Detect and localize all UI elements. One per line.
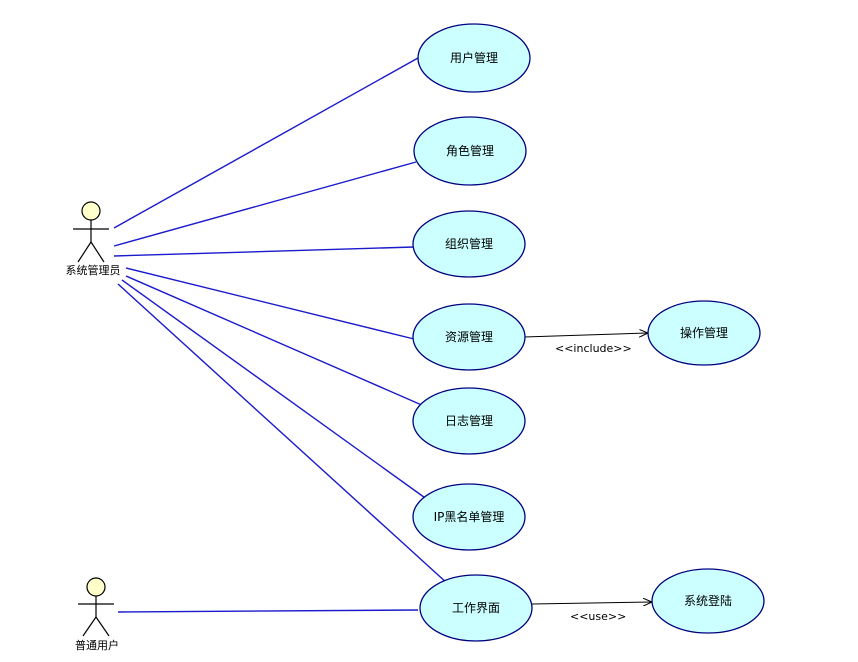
actor-head-icon bbox=[86, 577, 106, 597]
usecase-label: 组织管理 bbox=[445, 236, 493, 251]
usecase-role-mgmt[interactable]: 角色管理 bbox=[413, 116, 527, 186]
use-arrow[interactable] bbox=[531, 602, 652, 604]
assoc-admin-workspace[interactable] bbox=[117, 283, 449, 585]
assoc-admin-ip-blacklist[interactable] bbox=[121, 279, 429, 501]
usecase-workspace[interactable]: 工作界面 bbox=[419, 574, 533, 642]
usecase-label: 系统登陆 bbox=[684, 593, 732, 608]
actor-head-icon bbox=[81, 201, 101, 221]
include-arrow[interactable] bbox=[523, 333, 648, 338]
usecase-log-mgmt[interactable]: 日志管理 bbox=[412, 387, 526, 455]
assoc-admin-log-mgmt[interactable] bbox=[125, 275, 425, 407]
admin-associations bbox=[113, 57, 449, 585]
use-relation: <<use>> bbox=[531, 602, 652, 623]
usecase-operation-mgmt[interactable]: 操作管理 bbox=[647, 300, 761, 366]
assoc-admin-user-mgmt[interactable] bbox=[113, 57, 419, 229]
include-relation: <<include>> bbox=[523, 333, 648, 355]
actor-user[interactable]: 普通用户 bbox=[75, 577, 119, 652]
usecase-label: IP黑名单管理 bbox=[434, 509, 505, 524]
usecase-label: 工作界面 bbox=[452, 601, 500, 615]
actor-label: 普通用户 bbox=[75, 638, 119, 652]
usecase-ip-blacklist-mgmt[interactable]: IP黑名单管理 bbox=[412, 483, 526, 551]
actor-admin[interactable]: 系统管理员 bbox=[66, 201, 121, 277]
usecase-system-login[interactable]: 系统登陆 bbox=[651, 568, 765, 634]
assoc-admin-org-mgmt[interactable] bbox=[113, 246, 415, 257]
assoc-user-workspace[interactable] bbox=[117, 609, 419, 613]
usecase-label: 日志管理 bbox=[445, 413, 493, 428]
usecase-label: 资源管理 bbox=[445, 329, 493, 344]
actor-label: 系统管理员 bbox=[66, 263, 121, 277]
usecase-resource-mgmt[interactable]: 资源管理 bbox=[412, 303, 526, 371]
usecase-label: 用户管理 bbox=[450, 50, 498, 65]
assoc-admin-resource-mgmt[interactable] bbox=[125, 267, 419, 341]
usecase-label: 操作管理 bbox=[680, 325, 728, 340]
usecase-org-mgmt[interactable]: 组织管理 bbox=[412, 210, 526, 278]
include-label: <<include>> bbox=[555, 342, 632, 355]
use-label: <<use>> bbox=[570, 610, 626, 623]
assoc-admin-role-mgmt[interactable] bbox=[113, 161, 417, 247]
usecase-user-mgmt[interactable]: 用户管理 bbox=[417, 23, 531, 93]
usecase-label: 角色管理 bbox=[446, 143, 494, 158]
